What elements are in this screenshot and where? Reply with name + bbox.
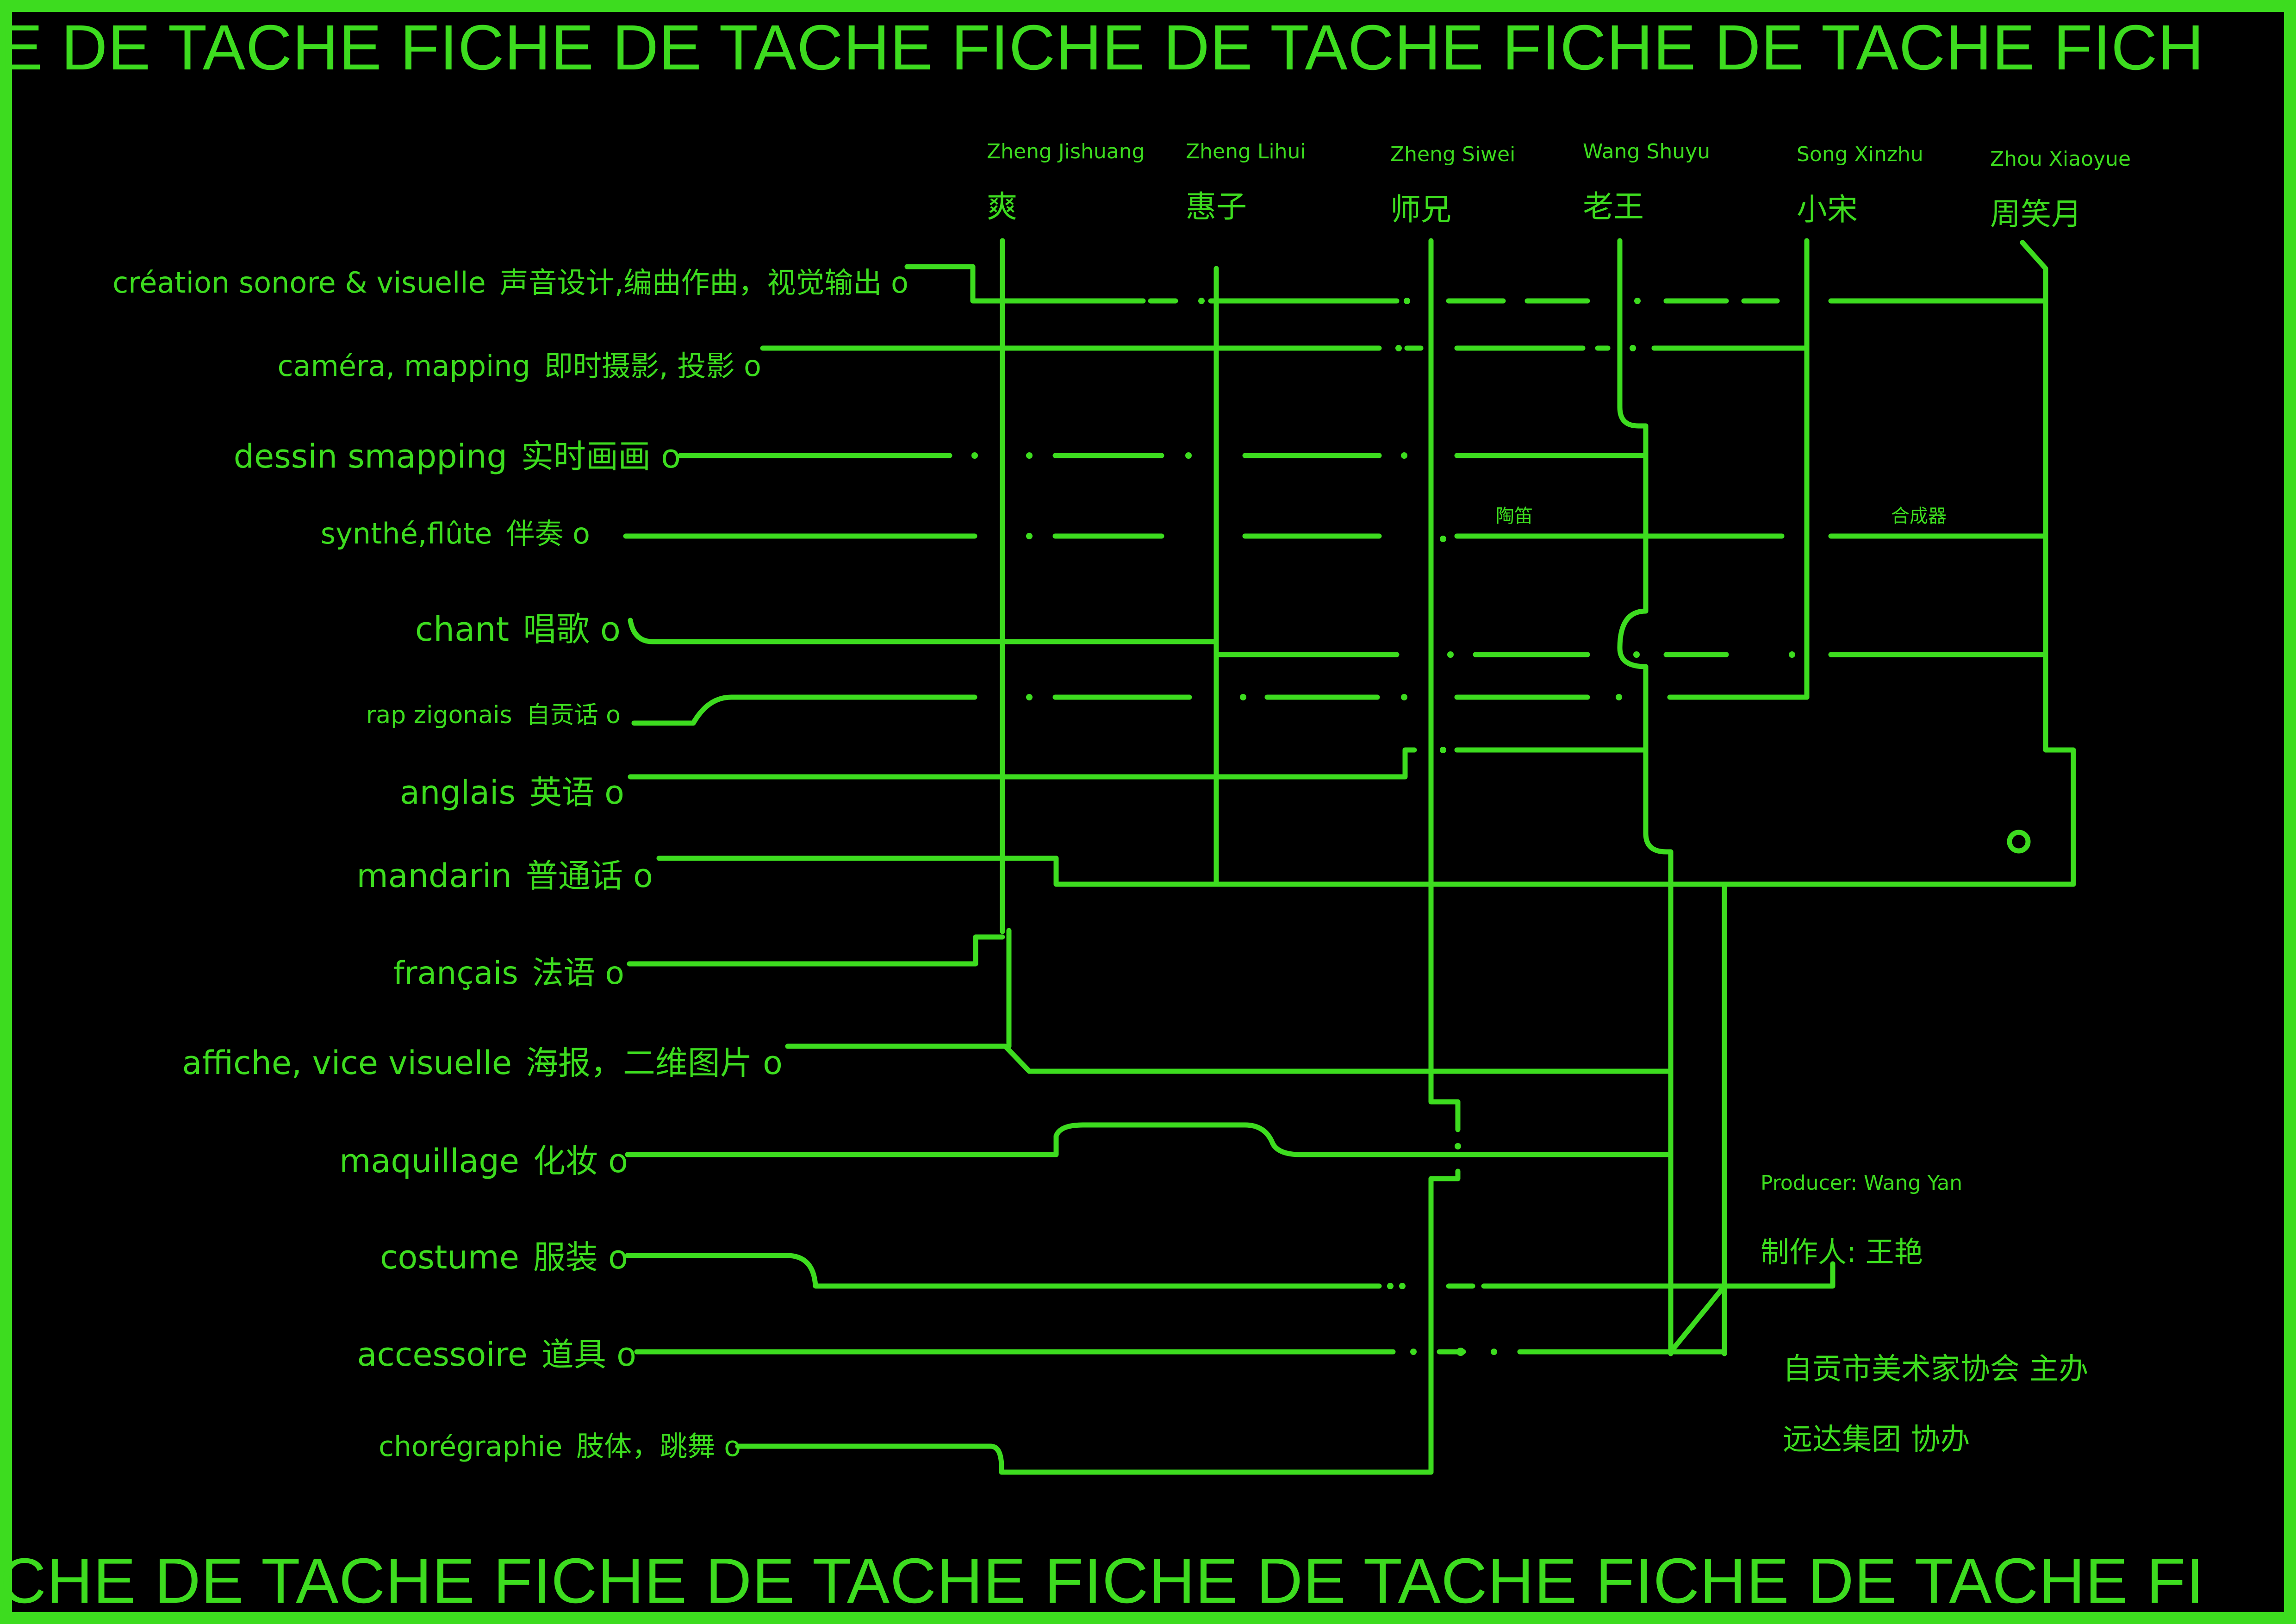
task-choregraphie: chorégraphie 肢体，跳舞 o	[379, 1424, 741, 1464]
task-creation-sonore: création sonore & visuelle 声音设计,编曲作曲，视觉输出…	[112, 259, 908, 301]
task-label-cn: 服装 o	[533, 1238, 628, 1276]
person-line-wang-shuyu	[1617, 238, 1674, 1356]
task-label-fr: synthé,flûte	[320, 517, 492, 550]
row-anglais	[628, 747, 1649, 780]
task-label-cn: 伴奏 o	[506, 517, 590, 550]
banner-bottom: CHE DE TACHE FICHE DE TACHE FICHE DE TAC…	[0, 1542, 2296, 1620]
instrument-flute-label: 陶笛	[1496, 506, 1533, 527]
task-label-cn: 化妆 o	[533, 1142, 628, 1180]
banner-top: E DE TACHE FICHE DE TACHE FICHE DE TACHE…	[0, 8, 2296, 87]
task-label-cn: 自贡话 o	[526, 701, 621, 729]
person-name-en: Zheng Siwei	[1390, 143, 1516, 166]
task-label-fr: chant	[415, 610, 510, 649]
person-name-cn: 爽	[987, 189, 1017, 225]
person-zhou-xiaoyue: Zhou Xiaoyue 周笑月	[1990, 147, 2131, 234]
person-wang-shuyu: Wang Shuyu 老王	[1583, 140, 1710, 226]
task-label-cn: 法语 o	[532, 955, 624, 992]
person-zheng-jishuang: Zheng Jishuang 爽	[987, 140, 1145, 226]
task-dessin-smapping: dessin smapping 实时画画 o	[234, 431, 681, 477]
person-name-en: Song Xinzhu	[1797, 143, 1923, 166]
task-chant: chant 唱歌 o	[415, 602, 621, 650]
task-label-cn: 海报，二维图片 o	[525, 1044, 783, 1082]
task-label-fr: anglais	[399, 774, 516, 812]
banner-bottom-text: CHE DE TACHE FICHE DE TACHE FICHE DE TAC…	[0, 1545, 2204, 1617]
dot-markers	[971, 298, 1795, 1356]
task-mandarin: mandarin 普通话 o	[357, 850, 653, 897]
row-creation-sonore	[904, 264, 2048, 304]
row-choregraphie	[735, 1443, 1434, 1475]
task-label-fr: création sonore & visuelle	[112, 266, 486, 300]
person-name-en: Wang Shuyu	[1583, 140, 1711, 163]
task-anglais: anglais 英语 o	[400, 767, 624, 813]
task-label-cn: 实时画画 o	[521, 437, 681, 475]
task-rap-zigonais: rap zigonais 自贡话 o	[366, 695, 621, 730]
task-synthe-flute: synthé,flûte 伴奏 o	[321, 510, 590, 552]
task-label-fr: dessin smapping	[233, 437, 507, 475]
co-host-organization: 远达集团 协办	[1783, 1423, 1970, 1457]
person-name-en: Zhou Xiaoyue	[1990, 147, 2131, 171]
task-label-cn: 英语 o	[529, 774, 624, 812]
instrument-synth-label: 合成器	[1891, 506, 1947, 527]
person-name-cn: 周笑月	[1990, 196, 2082, 232]
person-name-en: Zheng Lihui	[1186, 140, 1306, 163]
row-chant	[628, 618, 2048, 657]
producer-en: Producer: Wang Yan	[1761, 1171, 1963, 1195]
person-zheng-siwei: Zheng Siwei 师兄	[1390, 143, 1515, 229]
row-affiche	[785, 1043, 1674, 1074]
task-label-cn: 普通话 o	[525, 857, 653, 895]
task-label-fr: français	[393, 955, 518, 992]
person-line-zhou-xiaoyue	[1053, 240, 2076, 887]
person-line-song-xinzhu	[1722, 238, 1810, 1356]
row-maquillage	[625, 1122, 1674, 1157]
task-maquillage: maquillage 化妆 o	[339, 1135, 628, 1182]
person-line-zheng-jishuang	[1000, 238, 1012, 1049]
task-label-fr: rap zigonais	[366, 701, 512, 729]
task-label-fr: costume	[380, 1238, 519, 1276]
task-label-cn: 道具 o	[541, 1336, 636, 1374]
person-line-zheng-siwei	[1428, 238, 1461, 1474]
person-name-en: Zheng Jishuang	[987, 140, 1145, 163]
task-label-cn: 唱歌 o	[523, 610, 621, 649]
task-camera-mapping: caméra, mapping 即时摄影, 投影 o	[277, 343, 761, 384]
task-label-cn: 即时摄影, 投影 o	[544, 349, 761, 383]
person-name-cn: 小宋	[1797, 192, 1858, 227]
task-accessoire: accessoire 道具 o	[357, 1329, 636, 1375]
person-zheng-lihui: Zheng Lihui 惠子	[1186, 140, 1306, 226]
task-label-cn: 肢体，跳舞 o	[576, 1430, 741, 1463]
person-song-xinzhu: Song Xinzhu 小宋	[1797, 143, 1923, 229]
producer-cn: 制作人: 王艳	[1761, 1235, 1923, 1269]
task-label-fr: maquillage	[339, 1142, 519, 1180]
row-francais	[627, 934, 1005, 967]
row-costume	[625, 1253, 1836, 1289]
row-rap	[631, 694, 1810, 726]
task-francais: français 法语 o	[393, 947, 624, 993]
task-label-fr: affiche, vice visuelle	[182, 1044, 512, 1082]
person-name-cn: 惠子	[1186, 189, 1247, 225]
task-affiche: affiche, vice visuelle 海报，二维图片 o	[182, 1037, 783, 1084]
person-name-cn: 师兄	[1390, 192, 1451, 227]
row-accessoire	[634, 1283, 1727, 1355]
task-label-cn: 声音设计,编曲作曲，视觉输出 o	[499, 266, 908, 300]
task-costume: costume 服装 o	[380, 1231, 628, 1278]
task-label-fr: accessoire	[357, 1336, 528, 1374]
banner-top-text: E DE TACHE FICHE DE TACHE FICHE DE TACHE…	[0, 12, 2204, 83]
task-label-fr: chorégraphie	[379, 1430, 563, 1463]
person-name-cn: 老王	[1583, 189, 1644, 225]
task-label-fr: caméra, mapping	[277, 349, 530, 383]
host-organization: 自贡市美术家协会 主办	[1783, 1352, 2089, 1387]
task-label-fr: mandarin	[356, 857, 512, 895]
end-circle-marker	[2007, 830, 2031, 854]
